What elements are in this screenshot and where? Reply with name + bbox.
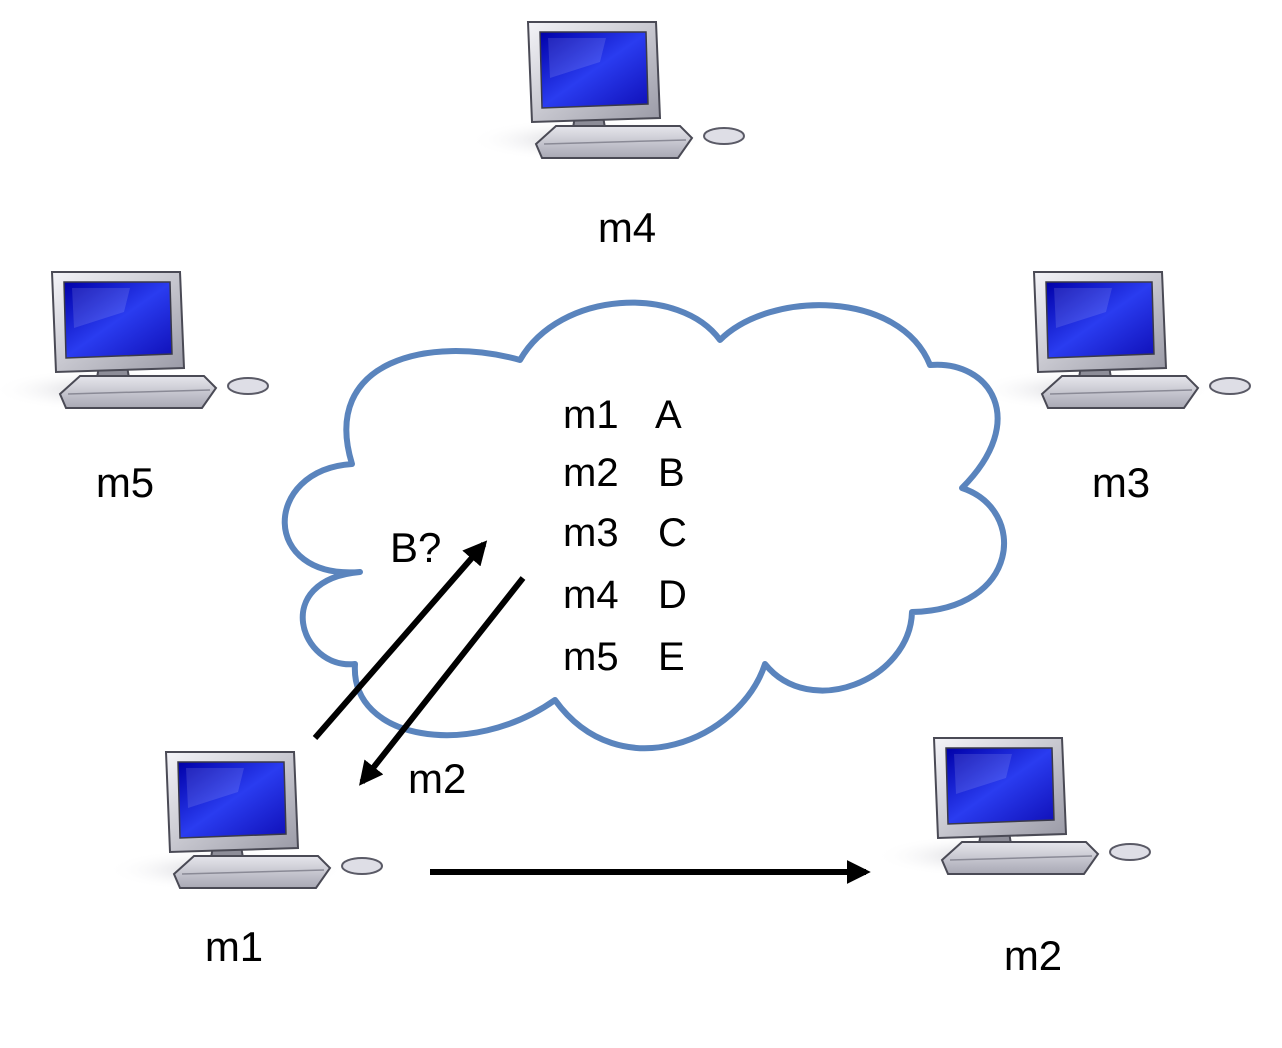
computer-m1-icon [105, 751, 383, 893]
directory-machine: m4 [563, 573, 619, 617]
query-label: B? [390, 524, 441, 571]
directory-row: m4 D [563, 573, 687, 617]
directory-machine: m3 [563, 511, 619, 555]
directory-row: m5 E [563, 635, 685, 679]
computer-m5-icon [0, 271, 269, 413]
directory-resource: C [658, 511, 687, 555]
directory-resource: A [655, 393, 682, 437]
reply-arrow [359, 576, 526, 786]
reply-label: m2 [408, 755, 466, 802]
directory-row: m2 B [563, 451, 685, 495]
central-index-cloud [281, 299, 1008, 752]
machine-label-m5: m5 [96, 459, 154, 506]
directory-resource: E [658, 635, 685, 679]
directory-resource: D [658, 573, 687, 617]
directory-machine: m5 [563, 635, 619, 679]
machine-label-m4: m4 [598, 204, 656, 251]
computer-m3-icon [973, 271, 1251, 413]
directory-row: m3 C [563, 511, 687, 555]
directory-machine: m2 [563, 451, 619, 495]
directory-resource: B [658, 451, 685, 495]
query-arrow [312, 540, 488, 740]
machine-label-m2: m2 [1004, 932, 1062, 979]
computer-m2-icon [873, 737, 1151, 879]
directory-row: m1 A [563, 393, 682, 437]
directory-table: m1 A m2 B m3 C m4 D m5 E [563, 393, 687, 679]
computer-m4-icon [467, 21, 745, 163]
machine-label-m1: m1 [205, 923, 263, 970]
directory-machine: m1 [563, 393, 619, 437]
machine-label-m3: m3 [1092, 459, 1150, 506]
